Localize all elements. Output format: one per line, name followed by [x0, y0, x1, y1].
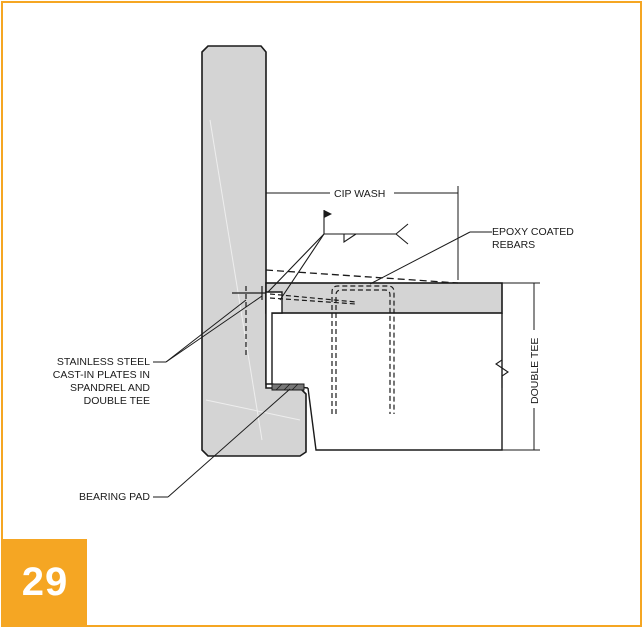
weld-flag-symbol [267, 210, 409, 301]
detail-number-badge: 29 [3, 539, 87, 625]
spandrel-panel [201, 45, 307, 457]
epoxy-label-line1: EPOXY COATED [492, 226, 574, 238]
epoxy-label-line2: REBARS [492, 239, 535, 251]
rebars [331, 285, 395, 414]
double-tee-end [265, 291, 283, 385]
plates-label-line2: CAST-IN PLATES IN [53, 369, 150, 381]
double-tee-stem [307, 313, 503, 451]
cip-wash-label: CIP WASH [334, 188, 385, 200]
detail-number: 29 [21, 559, 69, 604]
weld-flag [324, 210, 332, 218]
break-line-symbol [495, 350, 509, 388]
cast-in-plates [232, 286, 357, 356]
bearing-pad [271, 383, 305, 391]
plates-label-line1: STAINLESS STEEL [57, 356, 150, 368]
cip-wash-dimension [265, 186, 459, 280]
plates-leaders [153, 295, 263, 363]
double-tee-flange [265, 282, 503, 314]
double-tee-label: DOUBLE TEE [529, 338, 541, 404]
cip-wash-slope [265, 269, 459, 284]
double-tee-dimension [502, 282, 540, 451]
plates-label-line4: DOUBLE TEE [84, 395, 150, 407]
bearing-pad-label: BEARING PAD [79, 491, 150, 503]
plates-label-line3: SPANDREL AND [70, 382, 150, 394]
